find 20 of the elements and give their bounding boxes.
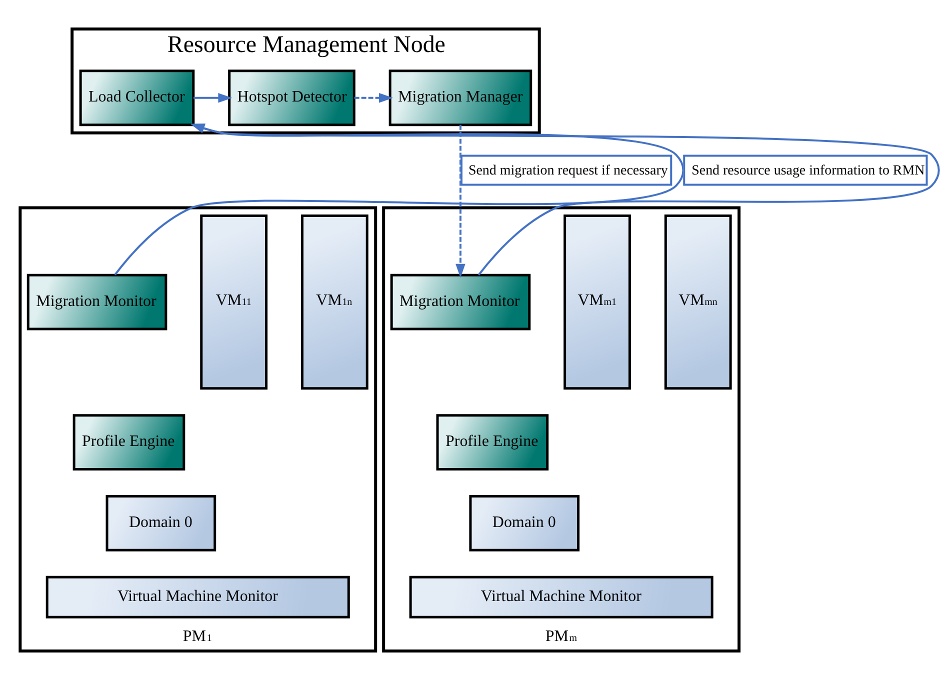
node-box: Migration Manager [388, 69, 532, 126]
node-box: Migration Monitor [390, 273, 531, 330]
node-box: Load Collector [79, 69, 195, 126]
node-box: Profile Engine [436, 414, 549, 470]
node-box: VMmn [664, 214, 732, 390]
node-box: Hotspot Detector [228, 69, 356, 126]
arrow [194, 92, 232, 102]
node-box: VMm1 [564, 214, 631, 390]
node-box: Virtual Machine Monitor [409, 575, 714, 618]
node-box: Profile Engine [72, 414, 186, 470]
node-box: Virtual Machine Monitor [46, 575, 350, 618]
arrow [354, 92, 394, 102]
edge-label: Send resource usage information to RMN [692, 162, 925, 178]
arrow [456, 124, 466, 278]
edge-label: Send migration request if necessary [468, 162, 668, 178]
node-box: Domain 0 [469, 494, 580, 551]
node-box: VM1n [300, 214, 368, 390]
node-box: Domain 0 [106, 494, 216, 551]
node-box: Migration Monitor [26, 273, 168, 330]
node-box: VM11 [200, 214, 268, 390]
